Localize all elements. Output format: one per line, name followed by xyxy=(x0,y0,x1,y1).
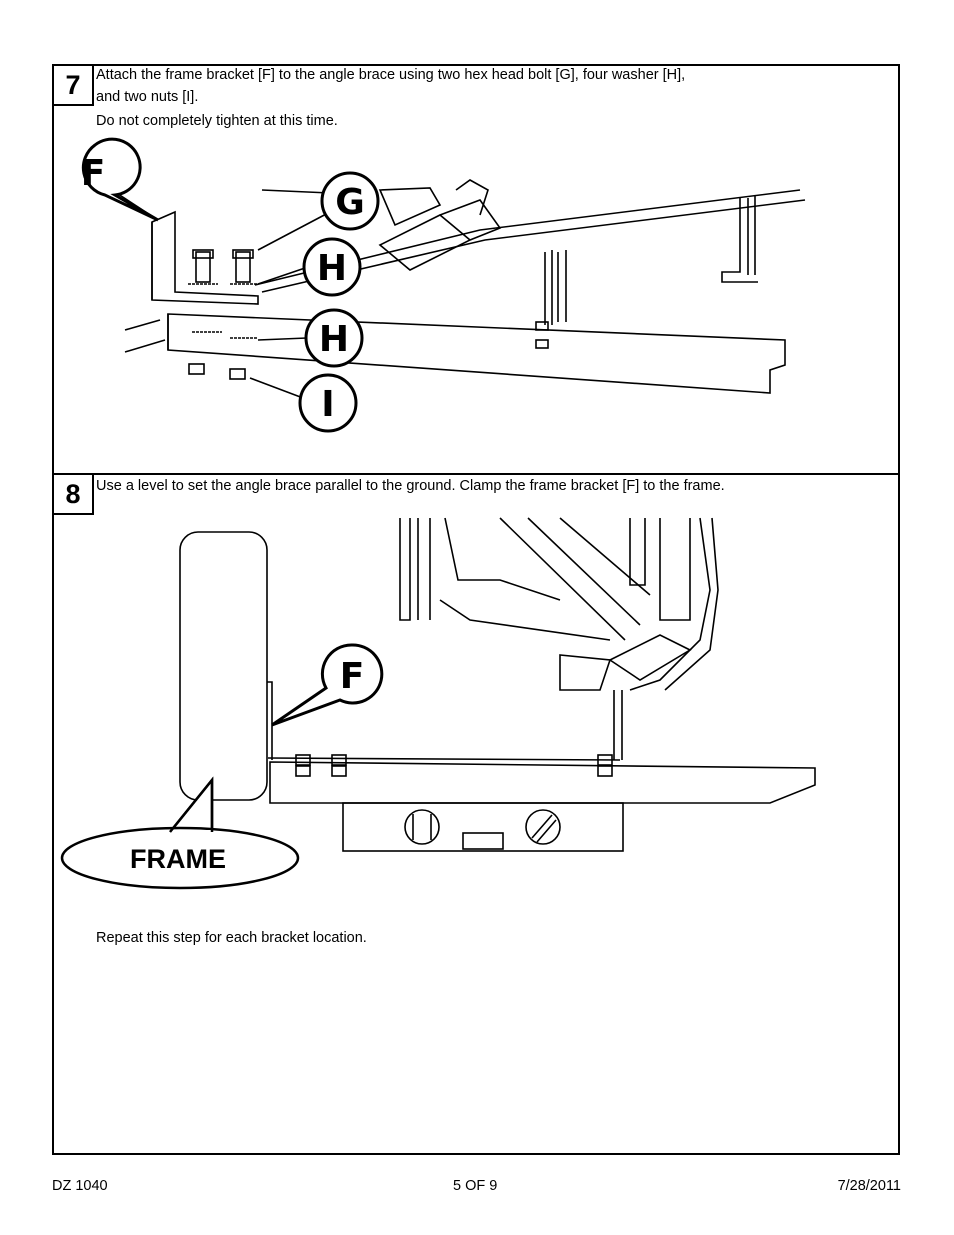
callout-h-2: H xyxy=(319,319,349,360)
footer-document-id: DZ 1040 xyxy=(52,1178,108,1194)
footer-page-number: 5 OF 9 xyxy=(453,1178,498,1194)
frame-label: FRAME xyxy=(130,844,226,874)
step-8-number: 8 xyxy=(54,475,94,515)
callout-f-step8: F xyxy=(340,656,365,697)
callout-i: I xyxy=(321,384,334,425)
callout-f-step7: F xyxy=(81,153,106,194)
step-7-number: 7 xyxy=(54,66,94,106)
callout-h-1: H xyxy=(317,248,347,289)
step-7-line-1: Attach the frame bracket [F] to the angl… xyxy=(96,67,686,83)
step-7-line-3: Do not completely tighten at this time. xyxy=(96,113,338,129)
step-8-note: Repeat this step for each bracket locati… xyxy=(96,930,367,946)
step-8-line-1: Use a level to set the angle brace paral… xyxy=(96,478,725,494)
instruction-frame xyxy=(52,64,900,1155)
step-7-line-2: and two nuts [I]. xyxy=(96,89,199,105)
footer-date: 7/28/2011 xyxy=(837,1178,901,1194)
callout-g: G xyxy=(335,182,365,223)
step-divider xyxy=(52,473,900,475)
